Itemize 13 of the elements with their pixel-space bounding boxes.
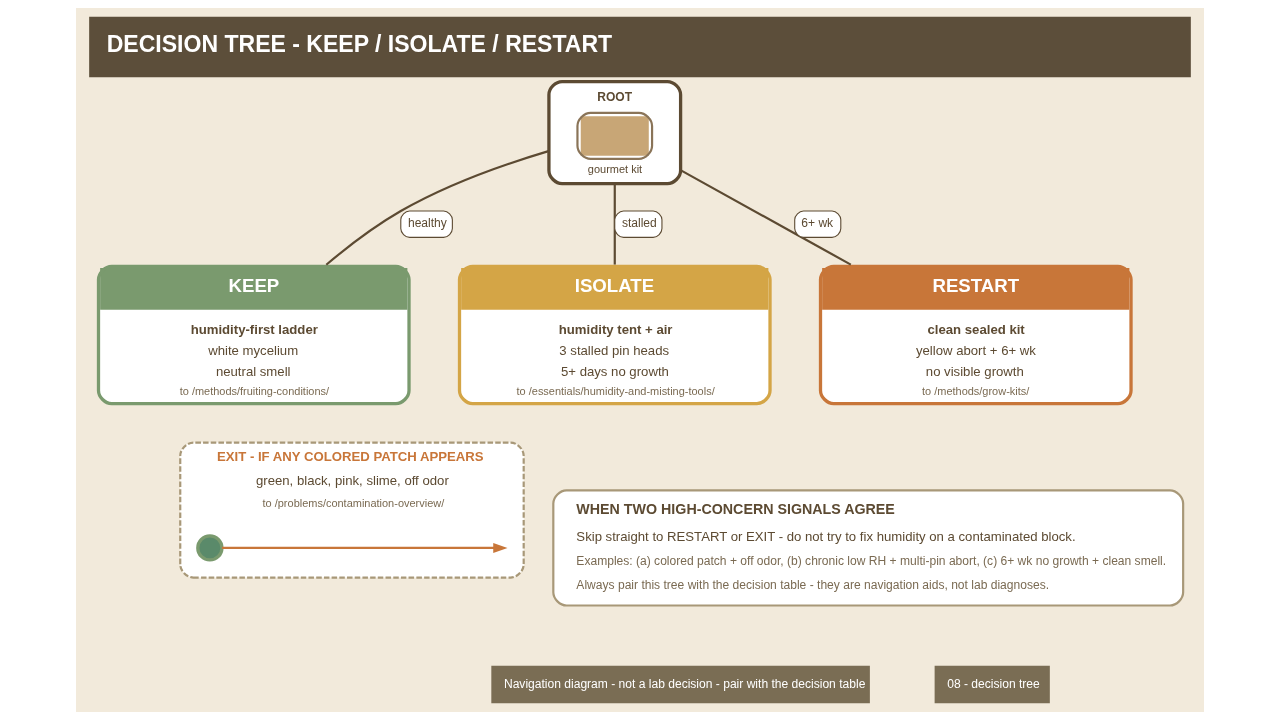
node-box: WHEN TWO HIGH-CONCERN SIGNALS AGREE Skip straight to RESTART or EXIT - do not try to fix humidity on a contaminated block. Examples: (a) colored patch + off odor, (b) chronic low RH + multi-pin abort, (c) 6+ wk no growth + clean smell. Always pair this tree with the decision table - they are navigation aids, not lab diagnoses. bbox=[552, 489, 1185, 607]
edge-label: healthy bbox=[407, 216, 447, 231]
connector bbox=[680, 169, 852, 266]
diagram-title: DECISION TREE - KEEP / ISOLATE / RESTART bbox=[106, 31, 613, 58]
edge-label: 6+ wk bbox=[801, 216, 834, 231]
label: Navigation diagram - not a lab decision - pair with the decision table bbox=[503, 676, 866, 691]
node-circle bbox=[196, 534, 224, 562]
cluster: EXIT - IF ANY COLORED PATCH APPEARS green, black, pink, slime, off odor to /problems/contamination-overview/ bbox=[179, 441, 525, 579]
label: 08 - decision tree bbox=[947, 676, 1040, 691]
connector bbox=[325, 150, 549, 266]
connector bbox=[613, 183, 616, 265]
node-box: ROOT gourmet kit bbox=[547, 79, 683, 186]
edge-label: stalled bbox=[621, 216, 657, 231]
